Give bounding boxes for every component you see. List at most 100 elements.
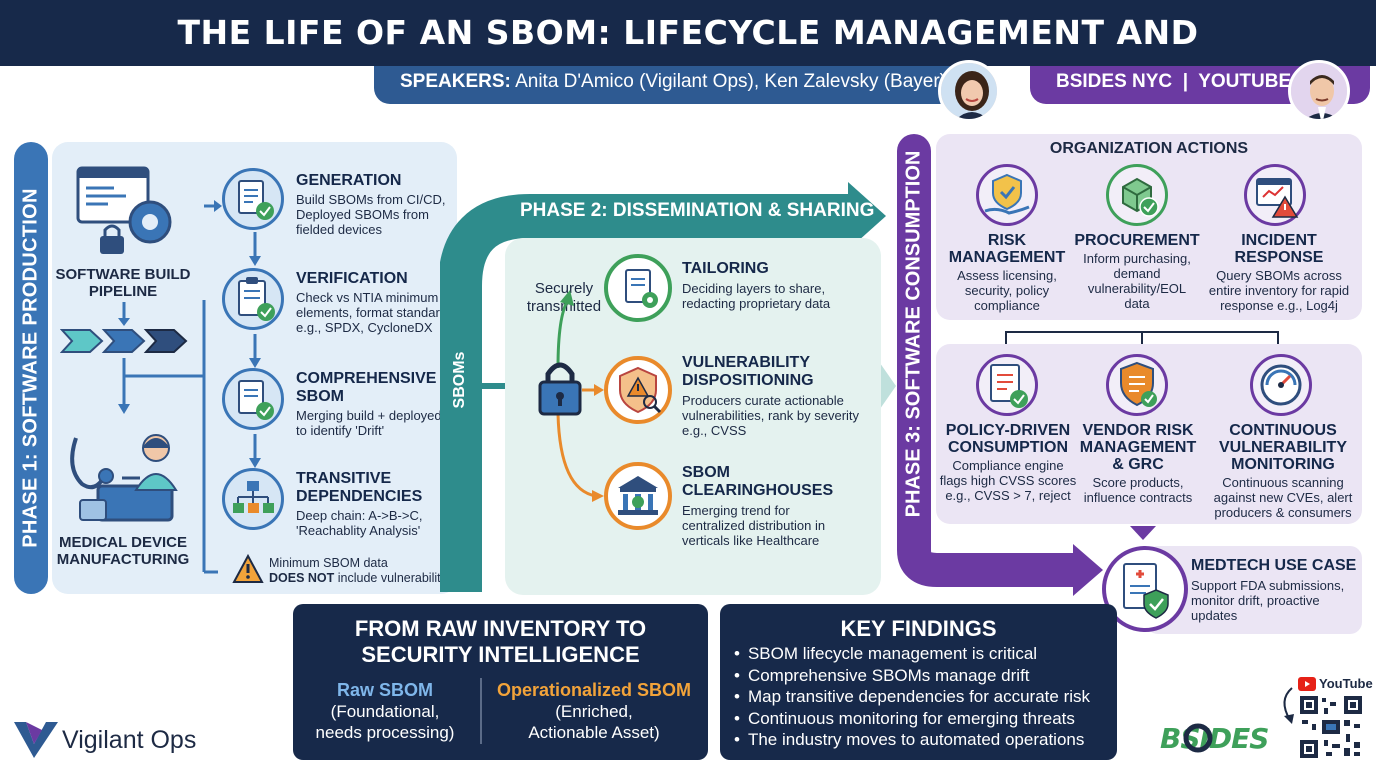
phase1-label-box: PHASE 1: SOFTWARE PRODUCTION <box>14 142 48 594</box>
page-title: THE LIFE OF AN SBOM: LIFECYCLE MANAGEMEN… <box>177 13 1199 118</box>
transitive-dependencies-icon <box>222 468 284 530</box>
lock-icon <box>538 362 582 416</box>
item-desc: Producers curate actionable vulnerabilit… <box>682 393 860 438</box>
consumption-item-vendor: VENDOR RISK MANAGEMENT & GRC Score produ… <box>1076 422 1200 505</box>
org-item-title: RISK MANAGEMENT <box>948 232 1066 266</box>
generation-icon <box>222 168 284 230</box>
org-item-risk: RISK MANAGEMENT Assess licensing, securi… <box>944 232 1070 313</box>
item-title: SBOM CLEARINGHOUSES <box>682 464 834 499</box>
speaker-avatar-2 <box>1288 60 1350 122</box>
speakers-bar <box>374 66 974 104</box>
build-pipeline-icon <box>76 166 172 254</box>
raw-sbom-desc: (Foundational, needs processing) <box>315 702 455 742</box>
stage-title: TRANSITIVE DEPENDENCIES <box>296 470 423 505</box>
warning-rest: include vulnerabilities <box>334 571 457 585</box>
incident-response-icon <box>1244 164 1306 226</box>
warning-bold: DOES NOT <box>269 571 335 585</box>
phase2-item-vulnerability: VULNERABILITY DISPOSITIONING Producers c… <box>682 354 872 438</box>
key-findings-title: KEY FINDINGS <box>840 616 997 641</box>
stage-title: VERIFICATION <box>296 270 408 287</box>
org-item-desc: Assess licensing, security, policy compl… <box>957 268 1057 313</box>
consumption-item-policy: POLICY-DRIVEN CONSUMPTION Compliance eng… <box>938 422 1078 503</box>
medical-device-icon <box>70 434 178 522</box>
speaker-avatar-1 <box>938 60 1000 122</box>
youtube-badge[interactable]: YouTube <box>1298 676 1373 692</box>
policy-driven-icon <box>976 354 1038 416</box>
consumption-item-desc: Compliance engine flags high CVSS scores… <box>939 458 1077 503</box>
speakers-names: Anita D'Amico (Vigilant Ops), Ken Zalevs… <box>510 71 947 92</box>
stage-desc: Build SBOMs from CI/CD, Deployed SBOMs f… <box>296 192 446 237</box>
item-desc: Emerging trend for centralized distribut… <box>682 503 826 548</box>
phase2-connectors <box>556 290 604 502</box>
org-item-procurement: PROCUREMENT Inform purchasing, demand vu… <box>1074 232 1200 311</box>
stage-desc: Check vs NTIA minimum elements, format s… <box>296 290 454 335</box>
operationalized-sbom-title: Operationalized SBOM <box>496 680 692 700</box>
stage-desc: Deep chain: A->B->C, 'Reachablity Analys… <box>296 508 423 538</box>
list-item: Continuous monitoring for emerging threa… <box>734 708 1114 730</box>
consumption-item-title: VENDOR RISK MANAGEMENT & GRC <box>1079 422 1197 473</box>
consumption-item-title: POLICY-DRIVEN CONSUMPTION <box>945 422 1071 456</box>
warning-icon <box>232 554 264 583</box>
pipeline-label: SOFTWARE BUILD PIPELINE <box>55 266 191 300</box>
org-item-desc: Inform purchasing, demand vulnerability/… <box>1083 251 1191 311</box>
comprehensive-sbom-icon <box>222 368 284 430</box>
phase3-label: PHASE 3: SOFTWARE CONSUMPTION <box>902 150 925 518</box>
bsides-logo-mark <box>1183 723 1213 753</box>
qr-pointer-arrow <box>1283 687 1294 724</box>
raw-inventory-box <box>293 604 708 760</box>
key-findings-list: SBOM lifecycle management is critical Co… <box>734 643 1114 751</box>
sboms-arrow-label: SBOMs <box>451 351 468 409</box>
list-item: Comprehensive SBOMs manage drift <box>734 665 1114 687</box>
stage-transitive: TRANSITIVE DEPENDENCIES Deep chain: A->B… <box>296 470 456 538</box>
consumption-item-desc: Score products, influence contracts <box>1083 475 1193 505</box>
vigilant-ops-logo-text: Vigilant Ops <box>62 726 197 754</box>
vendor-risk-icon <box>1106 354 1168 416</box>
pipeline-chevrons-icon <box>60 329 188 353</box>
phase3-strip <box>897 134 931 514</box>
verification-icon <box>222 268 284 330</box>
medtech-desc: Support FDA submissions, monitor drift, … <box>1191 578 1345 623</box>
speakers-label: SPEAKERS: <box>400 71 511 92</box>
device-label: MEDICAL DEVICE MANUFACTURING <box>56 534 190 568</box>
operationalized-sbom-desc: (Enriched, Actionable Asset) <box>528 702 660 742</box>
speakers-line: SPEAKERS: Anita D'Amico (Vigilant Ops), … <box>400 71 946 93</box>
org-actions-title: ORGANIZATION ACTIONS <box>1049 140 1249 157</box>
operationalized-sbom: Operationalized SBOM (Enriched, Actionab… <box>488 680 700 743</box>
vigilant-ops-logo-icon <box>14 722 58 758</box>
phase1-connectors <box>118 300 218 574</box>
warning-note: Minimum SBOM data DOES NOT include vulne… <box>269 556 457 586</box>
org-item-desc: Query SBOMs across entire inventory for … <box>1208 268 1350 313</box>
list-item: SBOM lifecycle management is critical <box>734 643 1114 665</box>
stage-title: GENERATION <box>296 172 402 189</box>
qr-code-icon[interactable] <box>1298 694 1364 760</box>
phase3-label-box: PHASE 3: SOFTWARE CONSUMPTION <box>897 134 931 534</box>
sboms-label-box: SBOMs <box>440 330 480 430</box>
youtube-icon <box>1298 677 1316 691</box>
consumption-item-desc: Continuous scanning against new CVEs, al… <box>1213 475 1353 520</box>
bsides-logo: BSIDES <box>1160 714 1292 762</box>
raw-sbom-title: Raw SBOM <box>336 680 433 700</box>
medtech-use-case: MEDTECH USE CASE Support FDA submissions… <box>1191 557 1361 623</box>
raw-sbom: Raw SBOM (Foundational, needs processing… <box>300 680 470 743</box>
phase1-branch-arrow <box>204 200 222 212</box>
list-item: The industry moves to automated operatio… <box>734 729 1114 751</box>
org-item-title: INCIDENT RESPONSE <box>1234 232 1324 266</box>
phase3-bend-arrow <box>897 480 1103 596</box>
tailoring-icon <box>604 254 672 322</box>
list-item: Map transitive dependencies for accurate… <box>734 686 1114 708</box>
title-bar <box>0 0 1376 66</box>
procurement-icon <box>1106 164 1168 226</box>
medtech-title: MEDTECH USE CASE <box>1191 557 1357 574</box>
stage-title: COMPREHENSIVE SBOM <box>296 370 437 405</box>
phase1-label: PHASE 1: SOFTWARE PRODUCTION <box>19 188 42 548</box>
stages-flow <box>249 232 261 468</box>
phase2-item-clearinghouses: SBOM CLEARINGHOUSES Emerging trend for c… <box>682 464 872 548</box>
org-item-incident: INCIDENT RESPONSE Query SBOMs across ent… <box>1204 232 1354 313</box>
stage-verification: VERIFICATION Check vs NTIA minimum eleme… <box>296 270 456 335</box>
clearinghouse-icon <box>604 462 672 530</box>
item-desc: Deciding layers to share, redacting prop… <box>682 281 831 311</box>
medtech-icon <box>1102 546 1188 632</box>
org-item-title: PROCUREMENT <box>1074 232 1200 249</box>
vulnerability-icon <box>604 356 672 424</box>
stage-comprehensive: COMPREHENSIVE SBOM Merging build + deplo… <box>296 370 456 438</box>
